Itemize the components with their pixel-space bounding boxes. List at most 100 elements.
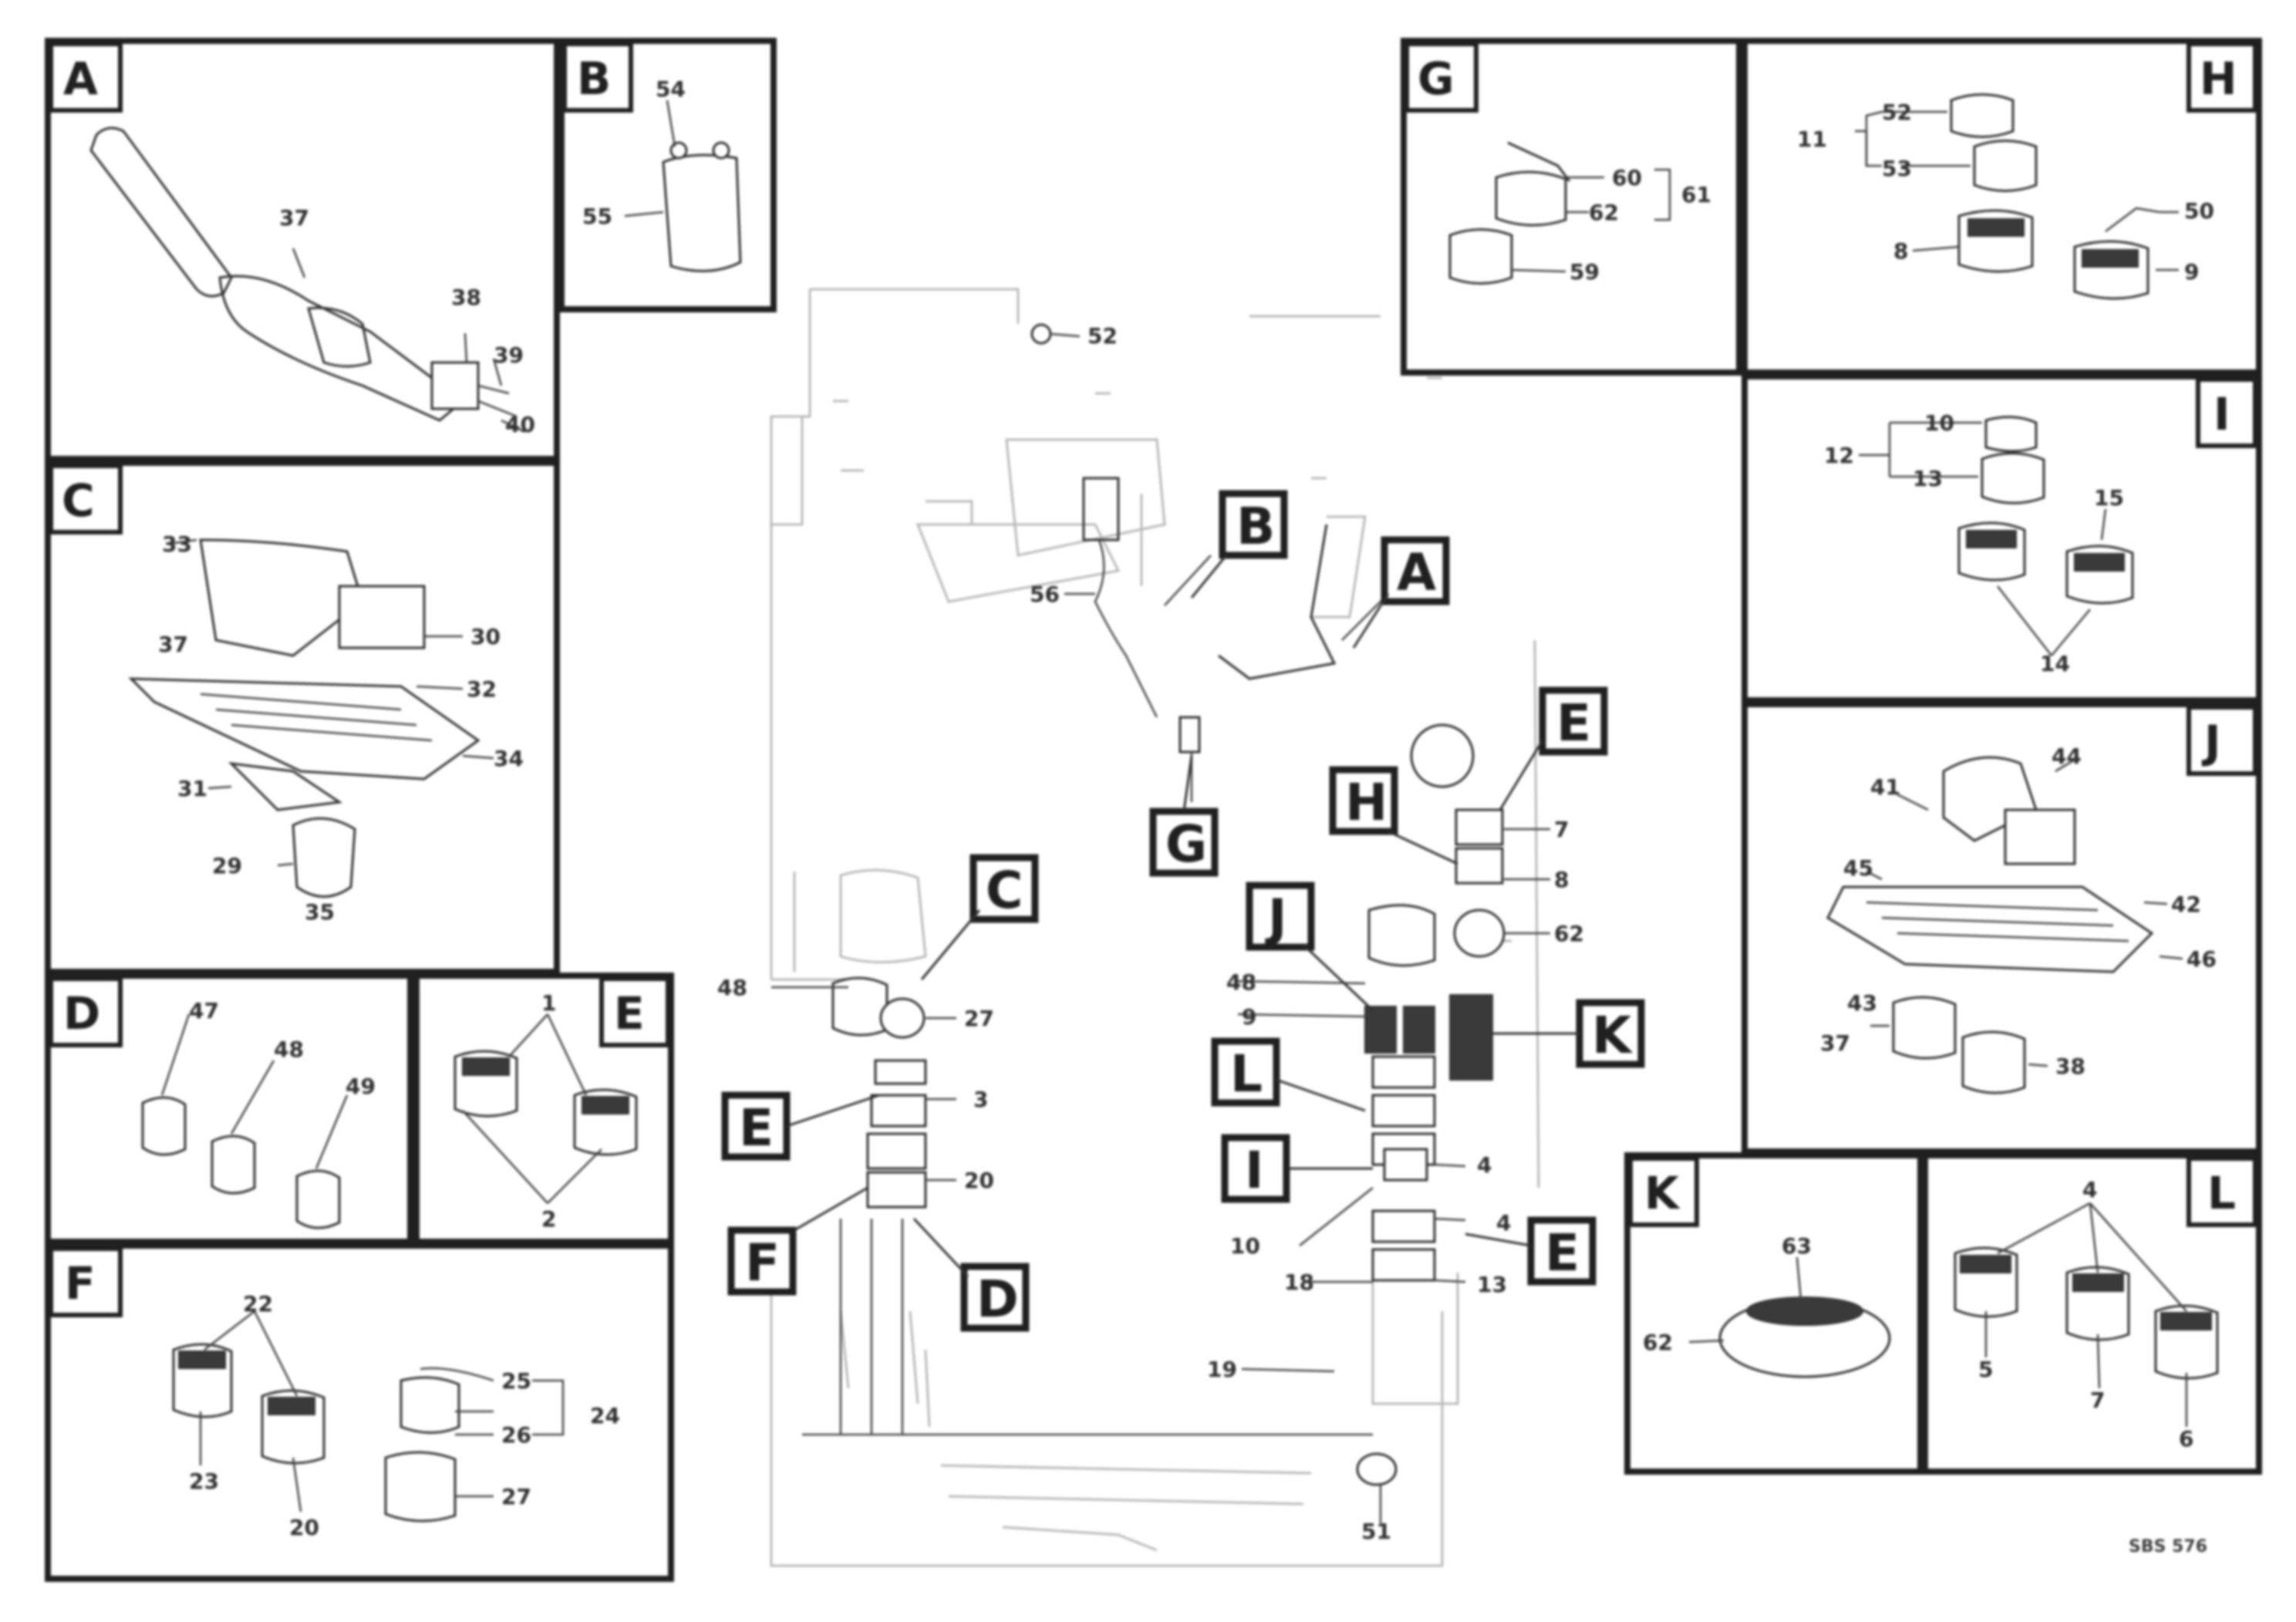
panel-f-label-3: 26 — [501, 1422, 531, 1448]
callout-b: B — [1219, 490, 1288, 559]
panel-g-label-2: 62 — [1589, 200, 1619, 225]
panel-c-label-8: 35 — [305, 899, 335, 925]
panel-e: E 1 2 — [413, 973, 674, 1245]
panel-j-label-6: 43 — [1847, 990, 1877, 1016]
callout-f: F — [727, 1226, 797, 1296]
main-callouts: B A E G H C J K L E I E F D — [721, 490, 1645, 1332]
panel-f-label-6: 20 — [289, 1515, 319, 1540]
main-label-7: 9 — [1242, 1004, 1256, 1030]
panel-g: G 60 62 61 59 — [1401, 38, 1742, 376]
main-label-16: 3 — [973, 1087, 988, 1112]
panel-k-label-1: 63 — [1782, 1233, 1812, 1259]
panel-i-label-3: 13 — [1913, 466, 1943, 491]
main-label-9: 10 — [1230, 1233, 1260, 1259]
panel-d-tag: D — [63, 987, 100, 1040]
panel-h-label-3: 53 — [1882, 156, 1912, 181]
main-label-17: 20 — [964, 1168, 994, 1193]
panel-a-tag: A — [63, 52, 98, 105]
panel-h-label-2: 52 — [1882, 99, 1912, 125]
panel-b-label-2: 55 — [582, 204, 612, 229]
main-label-1: 52 — [1087, 323, 1118, 349]
callout-k-label: K — [1592, 1006, 1633, 1065]
panel-j-tag: J — [2201, 716, 2221, 768]
callout-f-label: F — [745, 1233, 780, 1293]
main-label-12: 19 — [1207, 1357, 1237, 1382]
main-label-18: 48 — [717, 975, 747, 1000]
panel-d-label-1: 47 — [189, 998, 219, 1023]
callout-e-top: E — [1539, 686, 1608, 756]
callout-e-left: E — [721, 1091, 791, 1161]
callout-b-label: B — [1236, 497, 1275, 556]
main-label-8: 4 — [1477, 1152, 1492, 1178]
panel-c-tag: C — [62, 474, 95, 527]
callout-a: A — [1381, 536, 1450, 605]
panel-e-tag: E — [614, 987, 645, 1040]
panel-e-label-1: 1 — [541, 990, 556, 1016]
main-label-3: 7 — [1554, 817, 1569, 842]
panel-a-label-1: 37 — [279, 205, 309, 231]
panel-b-label-1: 54 — [656, 76, 686, 102]
panel-i-label-5: 14 — [2040, 651, 2070, 676]
panel-k: K 63 62 — [1624, 1152, 1923, 1475]
callout-k: K — [1576, 999, 1645, 1068]
panel-c-label-4: 34 — [494, 746, 524, 771]
callout-i-label: I — [1245, 1141, 1264, 1200]
panel-c-label-1: 33 — [162, 531, 192, 557]
callout-c-label: C — [986, 861, 1023, 920]
callout-l-label: L — [1230, 1044, 1263, 1104]
panel-g-label-4: 59 — [1569, 259, 1600, 285]
panel-a: A 37 38 39 40 — [45, 38, 560, 462]
panel-f-label-5: 23 — [189, 1469, 219, 1494]
main-label-10: 13 — [1477, 1272, 1507, 1297]
panel-h-tag: H — [2200, 52, 2237, 105]
panel-g-tag: G — [1418, 52, 1455, 105]
panel-k-tag: K — [1644, 1167, 1681, 1219]
panel-g-label-3: 61 — [1681, 182, 1711, 207]
panel-l-label-1: 4 — [2082, 1177, 2097, 1202]
reference-line-3: SBS 576 — [2129, 1537, 2207, 1556]
panel-i-label-1: 10 — [1924, 410, 1954, 436]
panel-j-label-3: 45 — [1843, 855, 1873, 881]
panel-f-label-2: 25 — [501, 1368, 531, 1394]
callout-i: I — [1221, 1134, 1290, 1203]
panel-h: H 11 52 53 50 8 9 — [1741, 38, 2262, 376]
callout-e-right: E — [1527, 1216, 1596, 1286]
callout-c: C — [969, 854, 1039, 923]
reference-note: SBS 576 — [2129, 1537, 2207, 1556]
callout-g-label: G — [1165, 814, 1207, 874]
panel-f-label-7: 27 — [501, 1484, 531, 1509]
callout-h-label: H — [1345, 773, 1387, 832]
callout-e-right-label: E — [1545, 1223, 1580, 1283]
panel-h-label-5: 8 — [1893, 238, 1908, 264]
panel-l-label-3: 7 — [2090, 1388, 2105, 1413]
main-label-4: 8 — [1554, 867, 1569, 892]
panel-b-tag: B — [577, 52, 611, 105]
panel-i-label-4: 15 — [2094, 485, 2124, 511]
panel-f: F 22 25 26 24 23 20 27 — [45, 1243, 674, 1582]
main-assembly: 52 56 7 8 62 48 9 — [717, 288, 1584, 1567]
panel-k-label-2: 62 — [1643, 1330, 1673, 1355]
panel-f-tag: F — [65, 1257, 96, 1310]
callout-a-label: A — [1397, 543, 1436, 602]
panel-l: L 4 5 7 6 — [1922, 1152, 2262, 1475]
panel-i-tag: I — [2213, 388, 2230, 440]
panel-c-label-6: 31 — [177, 776, 207, 801]
panel-j-label-8: 38 — [2055, 1054, 2085, 1079]
main-label-15: 27 — [964, 1006, 994, 1031]
panel-j-label-2: 44 — [2052, 744, 2082, 769]
panel-i: I 10 12 13 15 14 — [1741, 373, 2262, 703]
panel-j: J 41 44 45 42 46 43 37 38 — [1741, 701, 2262, 1155]
panel-d: D 47 48 49 — [45, 973, 413, 1245]
callout-h: H — [1329, 766, 1398, 835]
panel-j-label-1: 41 — [1870, 774, 1900, 800]
panel-i-label-2: 12 — [1824, 443, 1854, 468]
panel-j-label-7: 37 — [1820, 1030, 1850, 1056]
panel-d-label-2: 48 — [274, 1037, 304, 1062]
panel-h-label-1: 11 — [1797, 126, 1827, 152]
callout-e-left-label: E — [739, 1098, 774, 1158]
panel-f-label-4: 24 — [590, 1403, 620, 1428]
panel-c-label-5: 37 — [158, 632, 188, 657]
callout-j: J — [1246, 882, 1315, 951]
callout-g: G — [1149, 808, 1219, 877]
